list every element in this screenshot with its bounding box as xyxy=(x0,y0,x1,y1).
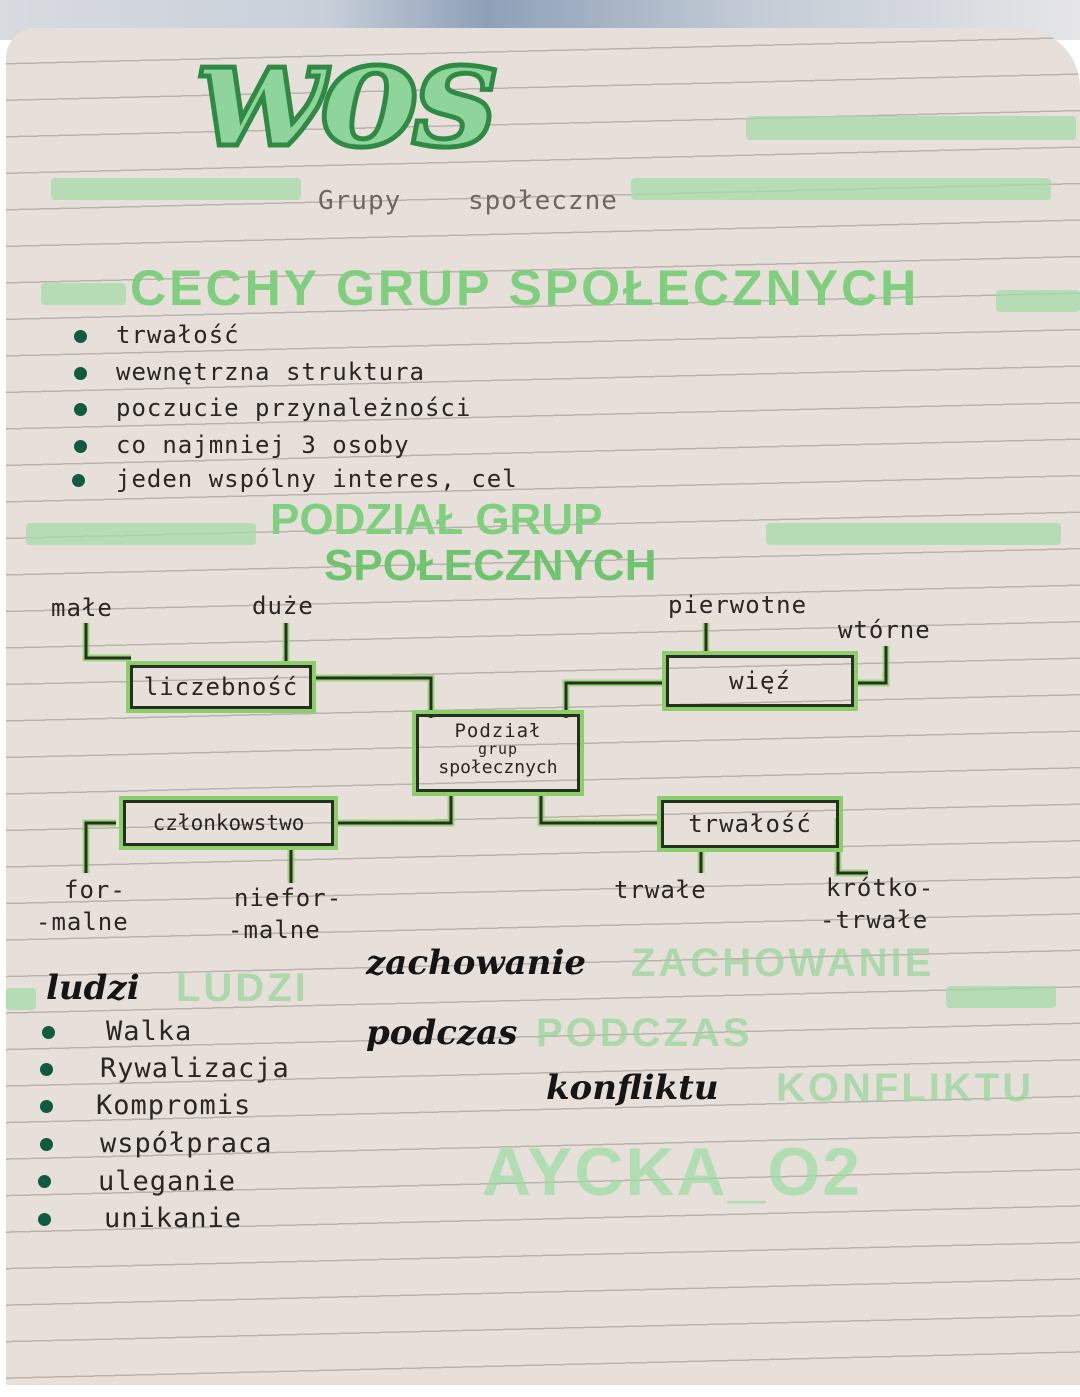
branch-label: niefor- xyxy=(234,884,343,912)
branch-label: -malne xyxy=(36,908,129,936)
diagram-box-liczebnosc: liczebność xyxy=(130,665,312,709)
bullet-icon xyxy=(74,367,87,380)
box-label: trwałość xyxy=(688,810,812,838)
bullet-icon xyxy=(72,474,85,487)
branch-label: -malne xyxy=(228,916,321,944)
bullet-icon xyxy=(42,1026,55,1039)
list-item: Rywalizacja xyxy=(100,1053,290,1084)
box-label: Podział xyxy=(454,720,542,742)
list-item: trwałość xyxy=(116,321,240,349)
subtitle-word: społeczne xyxy=(468,186,618,216)
branch-label: for- xyxy=(64,876,126,904)
ghost-heading: LUDZI xyxy=(176,966,309,1010)
bullet-icon xyxy=(74,403,87,416)
ghost-heading: PODCZAS xyxy=(536,1011,753,1055)
branch-label: -trwałe xyxy=(820,906,929,934)
title-logo: wos xyxy=(194,28,501,181)
diagram-connectors xyxy=(82,623,890,883)
list-item: wewnętrzna struktura xyxy=(116,358,425,386)
diagram-box-wiez: więź xyxy=(666,655,854,707)
highlighter-bar xyxy=(631,178,1051,200)
bullet-icon xyxy=(40,1063,53,1076)
ghost-heading: ZACHOWANIE xyxy=(631,941,935,985)
script-heading: zachowanie xyxy=(366,943,587,983)
list-item: Kompromis xyxy=(96,1090,252,1121)
highlighter-bar xyxy=(946,986,1056,1008)
bullet-icon xyxy=(74,330,87,343)
section-heading: SPOŁECZNYCH xyxy=(324,541,657,590)
highlighter-bar xyxy=(51,178,301,200)
branch-label: pierwotne xyxy=(668,591,808,619)
list-item: współpraca xyxy=(100,1128,273,1159)
branch-label: duże xyxy=(252,592,314,620)
section-heading: PODZIAŁ GRUP xyxy=(270,495,603,544)
ghost-heading: KONFLIKTU xyxy=(776,1066,1035,1110)
script-heading: ludzi xyxy=(46,968,140,1008)
box-label: społecznych xyxy=(438,757,558,778)
bullet-icon xyxy=(74,440,87,453)
box-label: więź xyxy=(729,667,791,695)
box-label: członkowstwo xyxy=(152,811,305,835)
bullet-icon xyxy=(38,1213,51,1226)
notebook-page: wos Grupy społeczne CECHY GRUP SPOŁECZNY… xyxy=(6,28,1080,1385)
branch-label: wtórne xyxy=(838,616,931,644)
script-heading: podczas xyxy=(366,1013,518,1053)
bullet-icon xyxy=(40,1138,53,1151)
list-item: jeden wspólny interes, cel xyxy=(116,465,518,493)
highlighter-bar xyxy=(996,290,1080,312)
box-label: liczebność xyxy=(143,673,299,701)
branch-label: małe xyxy=(51,594,113,622)
branch-label: krótko- xyxy=(826,874,935,902)
branch-label: trwałe xyxy=(614,876,707,904)
highlighter-bar xyxy=(746,116,1076,140)
author-signature: AYCKA_O2 xyxy=(482,1134,863,1210)
bullet-icon xyxy=(40,1100,53,1113)
list-item: Walka xyxy=(106,1016,193,1047)
diagram-box-center: Podział grup społecznych xyxy=(416,714,580,792)
diagram-box-trwalosc: trwałość xyxy=(661,800,839,848)
bullet-icon xyxy=(38,1175,51,1188)
section-heading: CECHY GRUP SPOŁECZNYCH xyxy=(130,260,920,316)
box-label: grup xyxy=(477,740,519,758)
highlighter-bar xyxy=(6,988,36,1010)
highlighter-bar xyxy=(26,523,256,545)
diagram-box-czlonkowstwo: członkowstwo xyxy=(123,800,334,846)
subtitle-word: Grupy xyxy=(318,186,402,216)
list-item: unikanie xyxy=(104,1203,243,1234)
list-item: co najmniej 3 osoby xyxy=(116,431,410,459)
highlighter-bar xyxy=(41,283,126,305)
list-item: poczucie przynależności xyxy=(116,394,472,422)
script-heading: konfliktu xyxy=(546,1068,719,1108)
highlighter-bar xyxy=(766,523,1061,545)
list-item: uleganie xyxy=(98,1166,237,1197)
